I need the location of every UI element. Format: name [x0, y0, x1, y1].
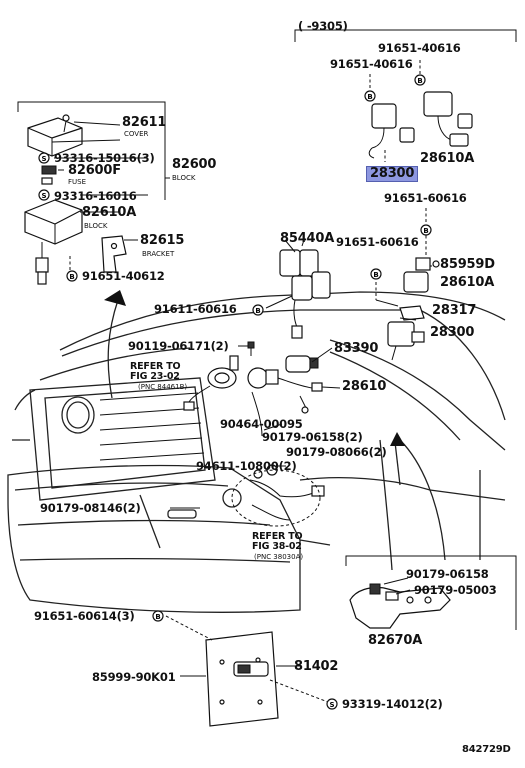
harness-detail-circle	[231, 469, 321, 527]
refer-to-label-2: REFER TO	[252, 531, 303, 542]
part-28610A-top[interactable]: 28610A	[420, 151, 475, 166]
badge-s: S	[41, 192, 46, 200]
plate-85999	[205, 631, 279, 727]
badge-letters: B B B B S S B B B S	[41, 77, 428, 709]
part-90464-00095[interactable]: 90464-00095	[220, 417, 303, 431]
badge-s: S	[329, 701, 334, 709]
badge-b: B	[255, 307, 260, 315]
part-91651-60614[interactable]: 91651-60614(3)	[34, 609, 135, 623]
badge-b: B	[69, 273, 74, 281]
bracket-28317	[399, 305, 425, 321]
badge-b: B	[367, 93, 372, 101]
part-28610[interactable]: 28610	[342, 379, 387, 394]
leader-60614	[165, 615, 213, 641]
fuse-block-82600	[24, 114, 83, 285]
refer-to-label-1: REFER TO	[130, 361, 181, 372]
badge-b: B	[373, 271, 378, 279]
part-83390[interactable]: 83390	[334, 341, 379, 356]
fuse-block-bracket	[17, 101, 170, 200]
leader-lines	[51, 121, 432, 677]
part-28300-highlight[interactable]: 28300	[366, 166, 419, 182]
part-90179-06158-2[interactable]: 90179-06158(2)	[262, 430, 363, 444]
part-91651-40616-right[interactable]: 91651-40616	[378, 41, 461, 55]
arrow-head-left	[104, 290, 126, 306]
wire-harness-front	[249, 391, 325, 521]
label-block-2: BLOCK	[84, 222, 108, 230]
part-90179-08066[interactable]: 90179-08066(2)	[286, 445, 387, 459]
part-90179-08146[interactable]: 90179-08146(2)	[40, 501, 141, 515]
arrow-head-right	[390, 432, 405, 446]
badge-b: B	[423, 227, 428, 235]
part-85440A[interactable]: 85440A	[280, 231, 335, 246]
diagram-code: 842729D	[462, 744, 511, 755]
part-81402[interactable]: 81402	[294, 659, 339, 674]
relay-28610	[247, 367, 323, 392]
part-90119-06171[interactable]: 90119-06171(2)	[128, 339, 229, 353]
part-82610A[interactable]: 82610A	[82, 205, 137, 220]
part-93316-15016[interactable]: 93316-15016(3)	[54, 151, 155, 165]
relay-28610A-mid	[403, 257, 440, 293]
part-93316-16016[interactable]: 93316-16016	[54, 189, 137, 203]
bolt-90119	[247, 341, 255, 356]
leader-93319	[269, 679, 329, 703]
relay-28610A-pair	[368, 91, 473, 159]
part-85959D[interactable]: 85959D	[440, 257, 495, 272]
label-cover: COVER	[124, 130, 149, 138]
bracket-82615	[101, 235, 127, 273]
range-label: ( -9305)	[298, 19, 348, 33]
part-94611-10800[interactable]: 94611-10800(2)	[196, 459, 297, 473]
label-bracket: BRACKET	[142, 250, 175, 258]
range-bracket	[294, 29, 517, 42]
switch-83390	[285, 355, 319, 373]
part-28317[interactable]: 28317	[432, 303, 477, 318]
pnc-84461B: (PNC 84461B)	[138, 383, 188, 391]
part-82615[interactable]: 82615	[140, 233, 185, 248]
part-93319-14012[interactable]: 93319-14012(2)	[342, 697, 443, 711]
leader-to-28317	[375, 299, 399, 307]
label-block: BLOCK	[172, 174, 196, 182]
horn-left	[183, 355, 239, 411]
part-91651-60616-right[interactable]: 91651-60616	[384, 191, 467, 205]
part-91651-40612[interactable]: 91651-40612	[82, 269, 165, 283]
relay-85440A	[279, 239, 331, 339]
part-82600F[interactable]: 82600F	[68, 163, 121, 178]
part-82670A[interactable]: 82670A	[368, 633, 423, 648]
part-82600[interactable]: 82600	[172, 157, 217, 172]
vehicle-body-outline	[7, 291, 506, 613]
part-85999-90K01[interactable]: 85999-90K01	[92, 670, 176, 684]
part-91611-60616[interactable]: 91611-60616	[154, 302, 237, 316]
badge-b: B	[417, 77, 422, 85]
fig-23-02-link[interactable]: FIG 23-02	[130, 371, 180, 382]
bracket-82670A	[345, 555, 517, 630]
pnc-38030A: (PNC 38030A)	[254, 553, 304, 561]
part-28300-lower[interactable]: 28300	[430, 325, 475, 340]
fastener-badges	[38, 74, 432, 710]
part-90179-06158[interactable]: 90179-06158	[406, 567, 489, 581]
fig-38-02-link[interactable]: FIG 38-02	[252, 541, 302, 552]
part-91651-40616-left[interactable]: 91651-40616	[330, 57, 413, 71]
part-82611[interactable]: 82611	[122, 115, 167, 130]
part-28610A-mid[interactable]: 28610A	[440, 275, 495, 290]
badge-s: S	[41, 155, 46, 163]
badge-b: B	[155, 613, 160, 621]
relay-28300-lower	[387, 321, 425, 361]
part-91651-60616-mid[interactable]: 91651-60616	[336, 235, 419, 249]
label-fuse: FUSE	[68, 178, 87, 186]
switch-81402	[233, 661, 269, 677]
part-90179-05003[interactable]: 90179-05003	[414, 583, 497, 597]
